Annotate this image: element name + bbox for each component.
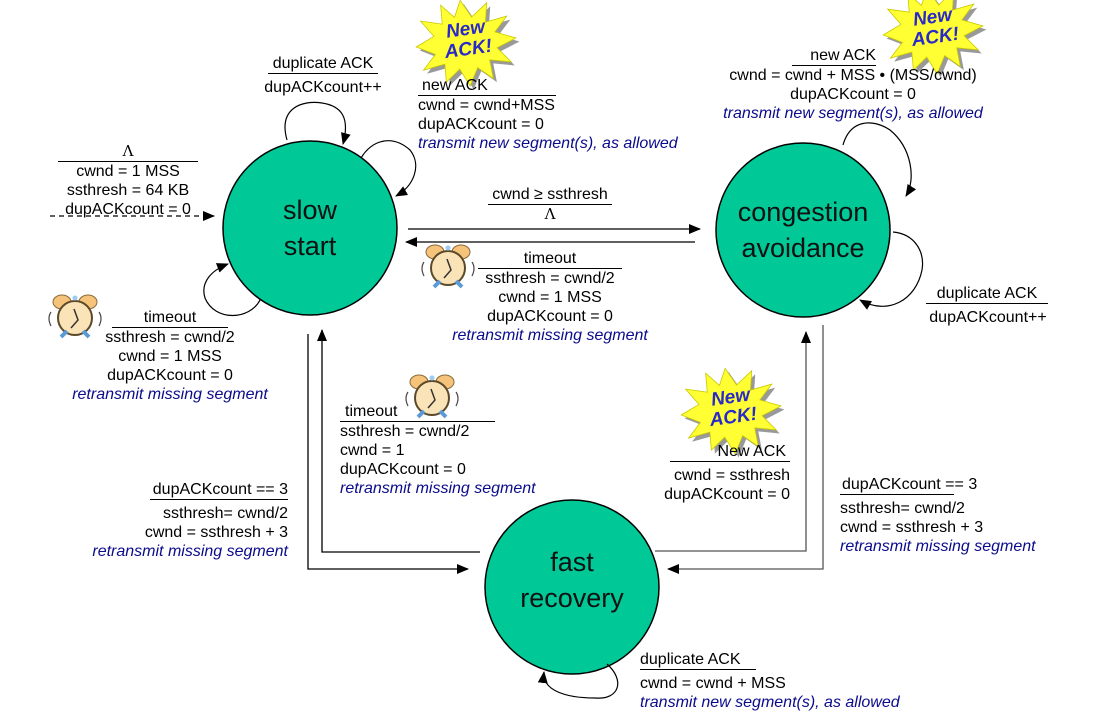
state-name-line: slow (282, 195, 337, 225)
state-slow-start (222, 140, 398, 316)
event: New ACK (670, 442, 790, 462)
action: cwnd = 1 MSS (498, 289, 602, 306)
action: dupACKcount = 0 (107, 367, 233, 384)
event: Λ (58, 142, 198, 162)
action: dupACKcount++ (264, 79, 382, 96)
action: ssthresh= cwnd/2 (840, 500, 965, 517)
action: dupACKcount = 0 (340, 461, 466, 478)
action: cwnd = ssthresh + 3 (840, 519, 984, 536)
action-italic: transmit new segment(s), as allowed (640, 694, 900, 711)
action-italic: retransmit missing segment (72, 386, 268, 403)
state-name-line: congestion (737, 197, 869, 227)
event: cwnd ≥ ssthresh (488, 185, 612, 205)
action-italic: retransmit missing segment (452, 327, 648, 344)
action: cwnd = ssthresh (673, 467, 790, 484)
state-label-fast-recovery: fast recovery (482, 544, 662, 616)
transition-fr-timeout: timeout ssthresh = cwnd/2 cwnd = 1 dupAC… (340, 402, 536, 498)
transition-ss-duplicate-ack: duplicate ACK dupACKcount++ (262, 54, 384, 97)
transition-ss-new-ack: new ACK cwnd = cwnd+MSS dupACKcount = 0 … (418, 76, 678, 153)
action: dupACKcount = 0 (790, 86, 916, 103)
action: dupACKcount = 0 (664, 486, 790, 503)
transition-ss-to-fr: dupACKcount == 3 ssthresh= cwnd/2 cwnd =… (66, 480, 288, 561)
action-italic: retransmit missing segment (340, 480, 536, 497)
action-italic: transmit new segment(s), as allowed (723, 105, 983, 122)
event: timeout (112, 308, 228, 328)
action: dupACKcount = 0 (418, 116, 544, 133)
transition-ca-new-ack: new ACK cwnd = cwnd + MSS • (MSS/cwnd) d… (708, 46, 998, 123)
ss-timeout-loop (203, 263, 261, 317)
action: dupACKcount = 0 (487, 308, 613, 325)
event: duplicate ACK (268, 54, 378, 74)
action: ssthresh= cwnd/2 (163, 505, 288, 522)
transition-ss-to-ca: cwnd ≥ ssthresh Λ (484, 185, 616, 224)
action: cwnd = cwnd + MSS (640, 675, 786, 692)
state-congestion-avoidance (715, 142, 891, 318)
action-italic: transmit new segment(s), as allowed (418, 135, 678, 152)
fr-to-ss-timeout-line (317, 329, 480, 553)
event: duplicate ACK (640, 650, 756, 670)
fr-to-ca-line (655, 331, 811, 552)
action: ssthresh = cwnd/2 (485, 270, 615, 287)
ss-dup-loop (284, 101, 351, 145)
ca-new-loop (842, 122, 917, 197)
event: timeout (478, 249, 622, 269)
ss-to-fr-line (307, 334, 469, 574)
transition-fr-new-ack: New ACK cwnd = ssthresh dupACKcount = 0 (660, 442, 790, 504)
event: new ACK (418, 76, 556, 96)
ss-new-loop (360, 140, 417, 197)
state-name-line: avoidance (741, 233, 865, 263)
action: dupACKcount = 0 (65, 201, 191, 218)
action: ssthresh = 64 KB (66, 182, 190, 199)
transition-ca-to-fr: dupACKcount == 3 ssthresh= cwnd/2 cwnd =… (840, 475, 1036, 556)
event: new ACK (792, 46, 876, 66)
state-label-congestion-avoidance: congestion avoidance (713, 194, 893, 266)
action-italic: retransmit missing segment (92, 543, 288, 560)
transition-ca-timeout: timeout ssthresh = cwnd/2 cwnd = 1 MSS d… (440, 249, 660, 345)
ca-dup-loop (859, 231, 924, 310)
event: dupACKcount == 3 (840, 476, 978, 495)
action: cwnd = cwnd+MSS (418, 97, 555, 114)
state-name-line: recovery (520, 583, 624, 613)
transition-init: Λ cwnd = 1 MSS ssthresh = 64 KB dupACKco… (58, 142, 198, 219)
state-label-slow-start: slow start (230, 192, 390, 264)
transition-ca-duplicate-ack: duplicate ACK dupACKcount++ (922, 284, 1054, 327)
action: cwnd = 1 MSS (76, 163, 180, 180)
ca-to-fr-line (667, 325, 824, 574)
action: cwnd = cwnd + MSS • (MSS/cwnd) (729, 67, 977, 84)
event: duplicate ACK (926, 284, 1048, 304)
action-italic: retransmit missing segment (840, 538, 1036, 555)
fr-dup-loop (537, 663, 619, 699)
action: ssthresh = cwnd/2 (105, 329, 235, 346)
state-fast-recovery (484, 499, 660, 675)
transition-ss-timeout: timeout ssthresh = cwnd/2 cwnd = 1 MSS d… (62, 308, 278, 404)
action: cwnd = 1 (340, 442, 405, 459)
burst-label: New ACK! (906, 4, 961, 52)
burst-label: New ACK! (439, 16, 494, 64)
transition-fr-duplicate-ack: duplicate ACK cwnd = cwnd + MSS transmit… (640, 650, 900, 712)
state-name-line: fast (550, 547, 594, 577)
event: timeout (340, 402, 495, 422)
action: Λ (544, 205, 556, 223)
event: dupACKcount == 3 (150, 480, 288, 500)
action: cwnd = 1 MSS (118, 348, 222, 365)
action: cwnd = ssthresh + 3 (144, 524, 288, 541)
action: ssthresh = cwnd/2 (340, 423, 470, 440)
action: dupACKcount++ (929, 309, 1047, 326)
state-name-line: start (283, 231, 337, 261)
burst-label: New ACK! (704, 384, 759, 432)
